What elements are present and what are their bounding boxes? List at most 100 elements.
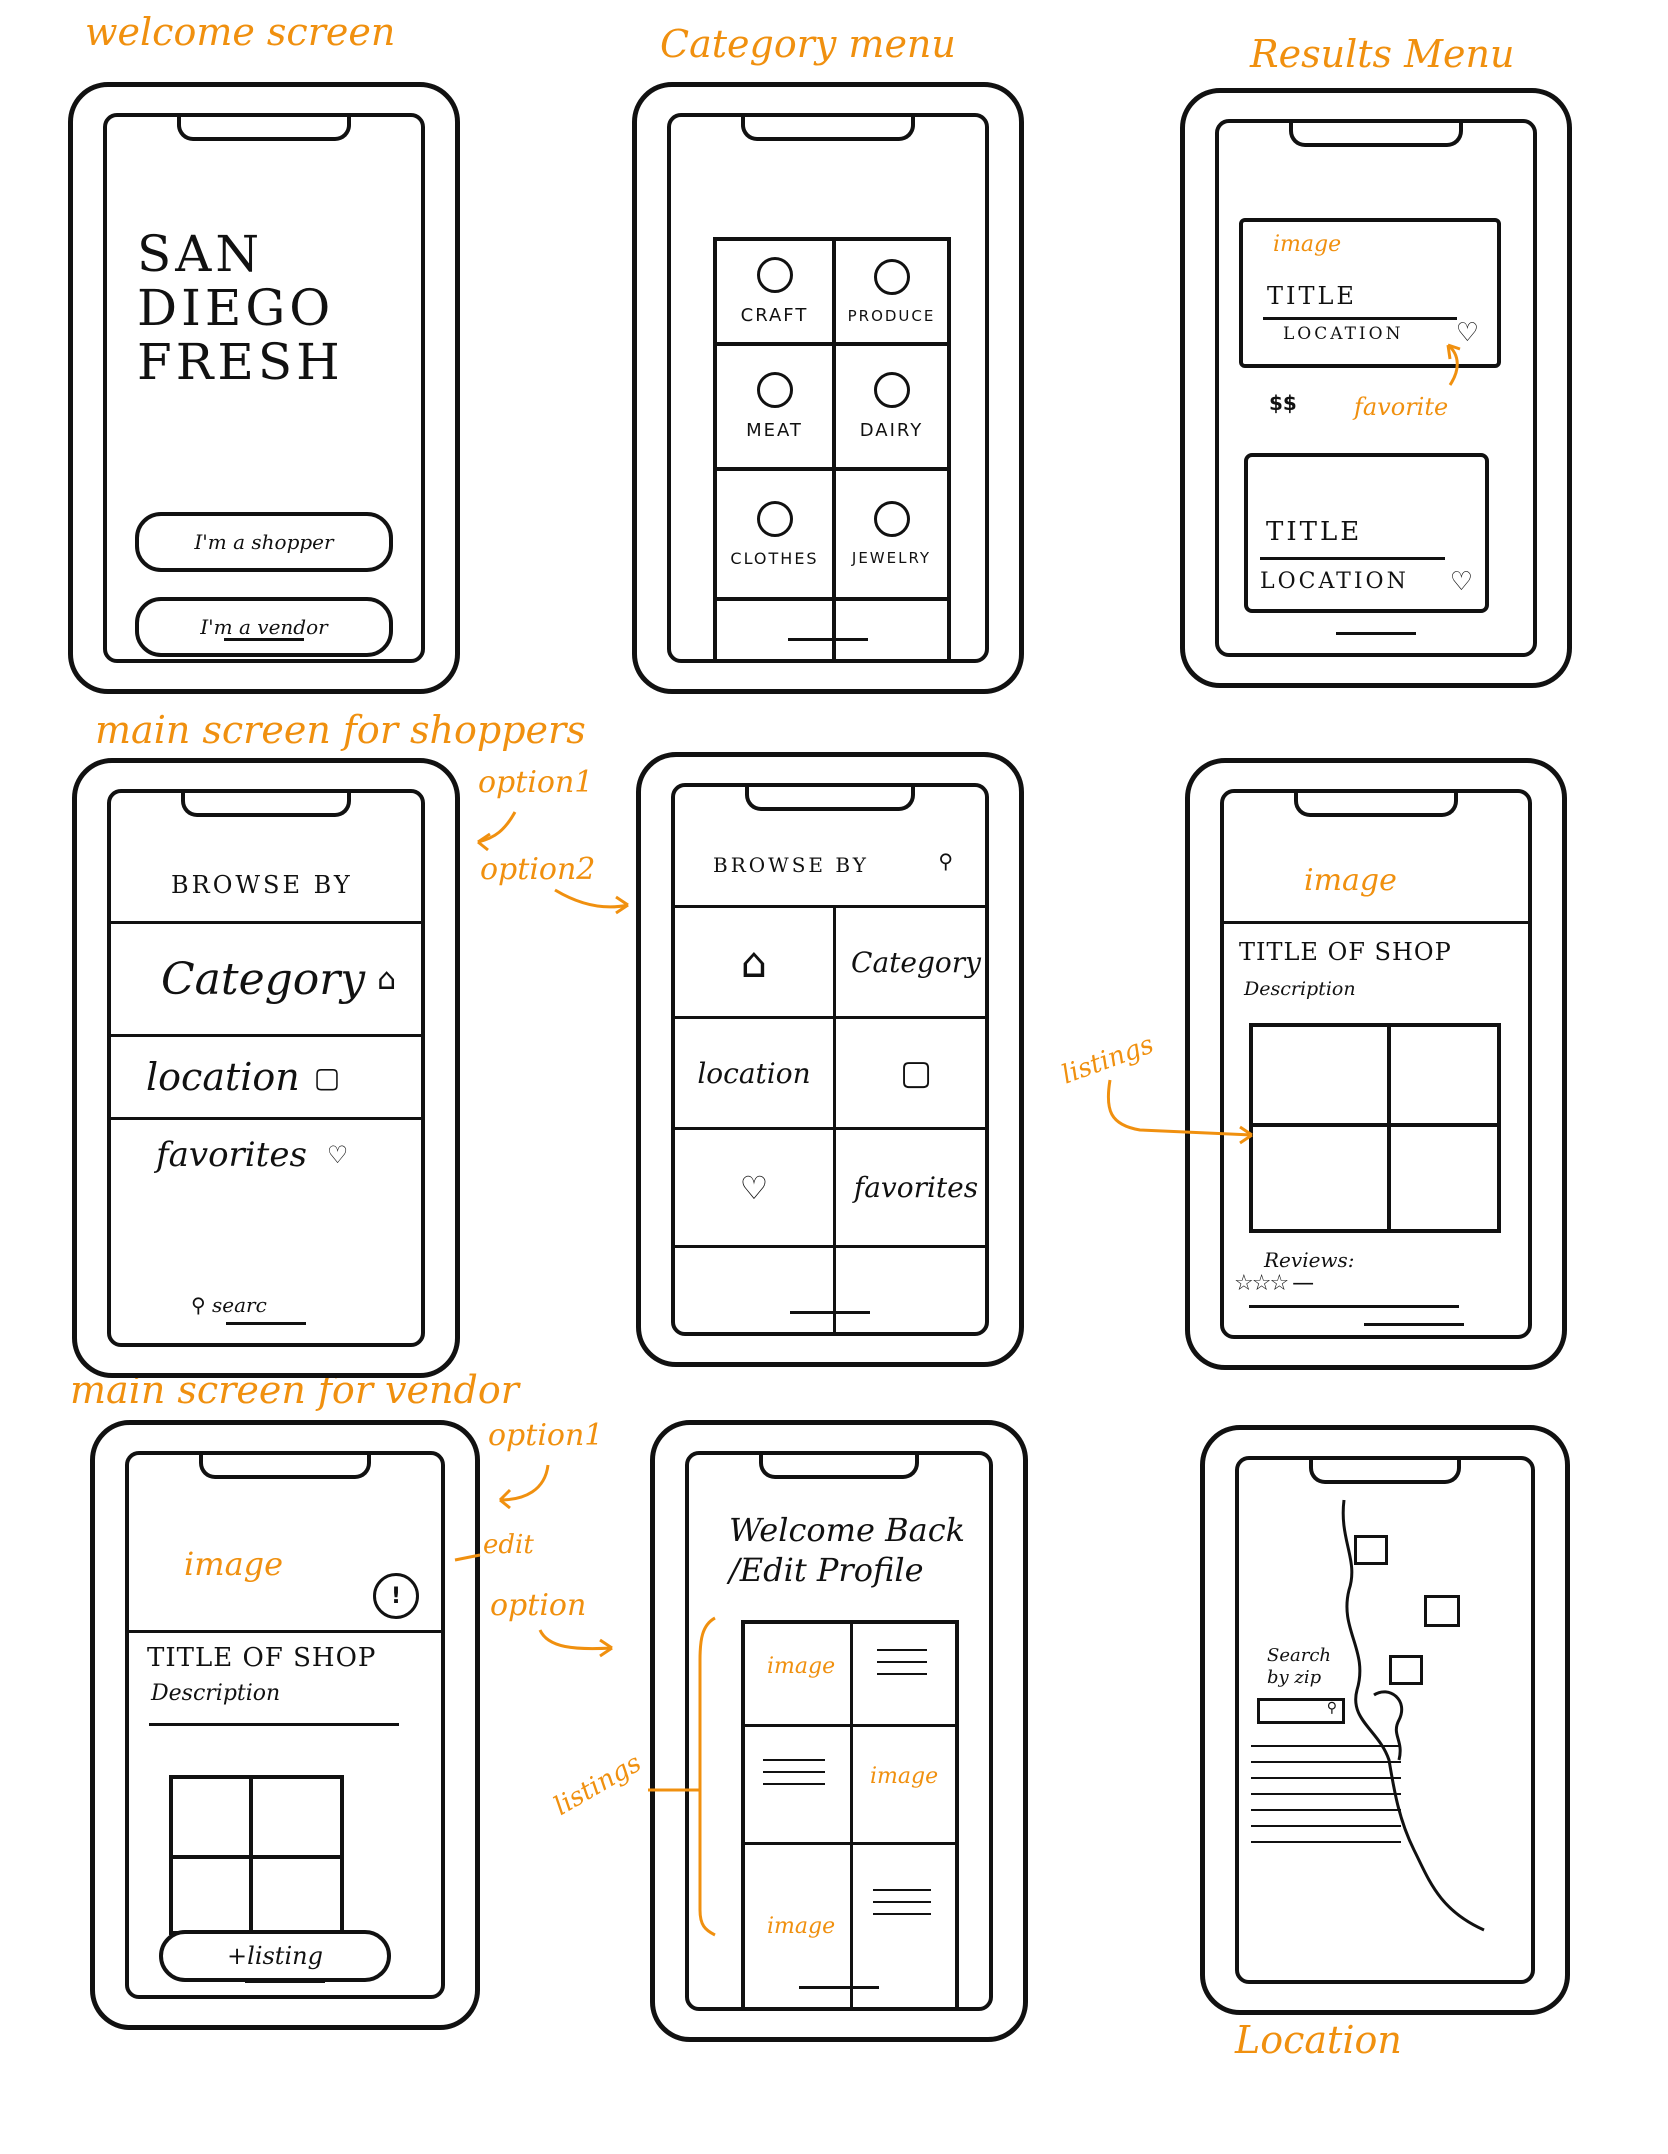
divider — [111, 921, 421, 924]
listing-image-placeholder[interactable]: image — [870, 1764, 939, 1789]
phone-shop-view: image TITLE OF SHOP Description Reviews:… — [1185, 758, 1567, 1370]
heart-icon[interactable]: ♡ — [1449, 567, 1473, 597]
clothes-icon — [756, 500, 793, 537]
heart-icon: ♡ — [326, 1141, 349, 1169]
shop-view-screen: image TITLE OF SHOP Description Reviews:… — [1220, 789, 1532, 1339]
result-card-1[interactable]: image TITLE LOCATION ♡ — [1239, 218, 1501, 368]
home-indicator — [790, 1311, 870, 1314]
listing-cell[interactable] — [1391, 1027, 1497, 1127]
annotation-option2: option2 — [480, 852, 596, 887]
browse-by-header: BROWSE BY — [713, 853, 869, 877]
craft-icon — [756, 257, 793, 293]
notch — [759, 1455, 919, 1479]
browse-location-cell[interactable]: location — [675, 1019, 833, 1127]
category-jewelry[interactable]: JEWELRY — [836, 471, 951, 601]
result-location: LOCATION — [1283, 324, 1404, 344]
review-line — [1364, 1323, 1464, 1326]
result-location: LOCATION — [1260, 569, 1409, 594]
dairy-icon — [873, 372, 910, 408]
notch — [1309, 1460, 1461, 1484]
shoppers-option1-screen: BROWSE BY Category ⌂ location ▢ favorite… — [107, 789, 425, 1347]
result-divider — [1263, 317, 1457, 320]
listing-cell[interactable] — [253, 1779, 340, 1859]
browse-by-header: BROWSE BY — [171, 871, 353, 899]
category-craft[interactable]: CRAFT — [717, 241, 836, 346]
listing-cell[interactable] — [173, 1779, 253, 1859]
browse-category-row[interactable]: Category ⌂ — [111, 924, 421, 1034]
browse-location-label: location — [146, 1055, 300, 1099]
listing-cell[interactable] — [1253, 1027, 1391, 1127]
home-indicator — [245, 1980, 325, 1983]
browse-category-icon-cell[interactable]: ⌂ — [675, 908, 833, 1016]
category-empty-left — [717, 601, 836, 659]
listing-cell[interactable] — [253, 1859, 340, 1931]
result-title: TITLE — [1267, 282, 1357, 310]
search-icon[interactable]: ⚲ — [938, 849, 953, 873]
notch — [199, 1455, 371, 1479]
phone-location: Search by zip ⚲ — [1200, 1425, 1570, 2015]
map-pin-icon[interactable] — [1354, 1535, 1388, 1565]
vendor-listings-grid — [169, 1775, 344, 1935]
browse-favorites-label: favorites — [156, 1135, 307, 1175]
meat-icon — [756, 372, 793, 408]
browse-favorites-icon-cell[interactable]: ♡ — [675, 1130, 833, 1245]
results-screen: image TITLE LOCATION ♡ $$ favorite TITLE… — [1215, 119, 1537, 657]
app-logo: SAN DIEGO FRESH — [137, 225, 344, 391]
category-dairy[interactable]: DAIRY — [836, 346, 951, 471]
phone-category-menu: CRAFT PRODUCE MEAT DAIRY CLOTHES JEWELRY — [632, 82, 1024, 694]
shop-image-placeholder: image — [1304, 863, 1397, 898]
browse-location-icon-cell[interactable]: ▢ — [836, 1019, 985, 1127]
browse-favorites-cell[interactable]: favorites — [836, 1130, 985, 1245]
divider — [675, 905, 985, 908]
category-produce[interactable]: PRODUCE — [836, 241, 951, 346]
heart-icon[interactable]: ♡ — [1455, 318, 1479, 348]
listing-image-placeholder[interactable]: image — [767, 1654, 836, 1679]
phone-welcome: SAN DIEGO FRESH I'm a shopper I'm a vend… — [68, 82, 460, 694]
map-pin-icon[interactable] — [1389, 1655, 1423, 1685]
alert-icon[interactable]: ! — [373, 1573, 419, 1619]
result-card-2[interactable]: TITLE LOCATION ♡ — [1244, 453, 1489, 613]
add-listing-button[interactable]: +listing — [159, 1930, 391, 1982]
welcome-screen: SAN DIEGO FRESH I'm a shopper I'm a vend… — [103, 113, 425, 663]
zip-search-input[interactable]: ⚲ — [1257, 1698, 1345, 1724]
results-text-lines — [1251, 1745, 1401, 1843]
divider — [1224, 921, 1528, 924]
search-link[interactable]: ⚲ searc — [191, 1293, 267, 1317]
divider — [111, 1034, 421, 1037]
listing-image-placeholder[interactable]: image — [767, 1914, 836, 1939]
browse-category-cell[interactable]: Category — [836, 908, 985, 1016]
vendor-listings-column: image image image — [741, 1620, 959, 2007]
map-pin-icon: ▢ — [899, 1053, 933, 1093]
listing-text-lines[interactable] — [877, 1649, 927, 1675]
category-meat[interactable]: MEAT — [717, 346, 836, 471]
divider — [129, 1630, 441, 1633]
label-results-menu: Results Menu — [1250, 32, 1515, 76]
listing-text-lines[interactable] — [763, 1759, 825, 1785]
category-clothes[interactable]: CLOTHES — [717, 471, 836, 601]
listing-cell[interactable] — [1253, 1127, 1391, 1229]
category-grid: CRAFT PRODUCE MEAT DAIRY CLOTHES JEWELRY — [713, 237, 951, 659]
location-screen: Search by zip ⚲ — [1235, 1456, 1535, 1984]
home-indicator — [1336, 632, 1416, 635]
home-indicator — [799, 1986, 879, 1989]
search-by-zip-label: Search by zip — [1267, 1645, 1331, 1688]
jewelry-icon — [873, 501, 910, 537]
shopper-button[interactable]: I'm a shopper — [135, 512, 393, 572]
result-title: TITLE — [1266, 517, 1363, 547]
browse-location-row[interactable]: location ▢ — [111, 1037, 421, 1117]
map-pin-icon[interactable] — [1424, 1595, 1460, 1627]
mushroom-icon: ⌂ — [740, 937, 768, 987]
listing-cell[interactable] — [1391, 1127, 1497, 1229]
listing-cell[interactable] — [173, 1859, 253, 1931]
browse-favorites-row[interactable]: favorites ♡ — [111, 1120, 421, 1190]
annotation-option1: option1 — [478, 765, 594, 800]
annotation-listings-vendor: listings — [548, 1748, 647, 1822]
grid-divider — [745, 1842, 955, 1845]
annotation-listings-shop: listings — [1057, 1029, 1158, 1091]
label-main-screen-shoppers: main screen for shoppers — [95, 708, 586, 752]
shoppers-option2-screen: BROWSE BY ⚲ ⌂ Category location ▢ ♡ favo… — [671, 783, 989, 1336]
home-indicator — [224, 638, 304, 641]
listing-text-lines[interactable] — [873, 1889, 931, 1915]
welcome-back-heading: Welcome Back /Edit Profile — [729, 1511, 965, 1589]
vendor-button[interactable]: I'm a vendor — [135, 597, 393, 657]
